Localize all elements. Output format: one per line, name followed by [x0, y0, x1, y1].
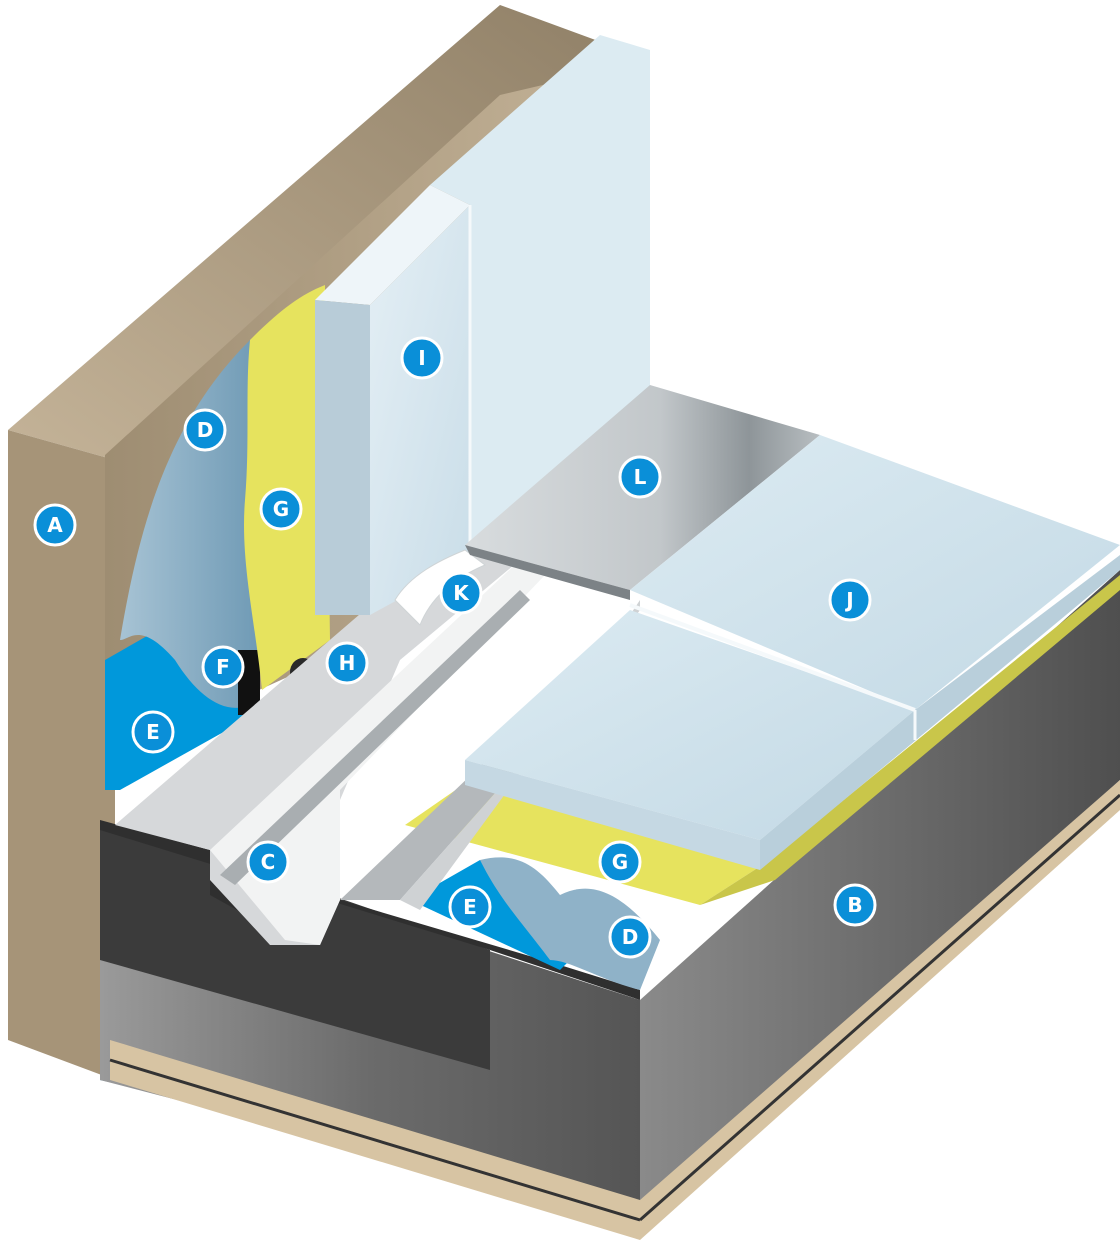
- label-d-upper: D: [197, 418, 214, 442]
- badge-e-upper: E: [131, 710, 175, 754]
- label-j: J: [844, 588, 853, 612]
- badge-d-upper: D: [183, 408, 227, 452]
- wall-tiles: [315, 35, 650, 615]
- badge-g-upper: G: [259, 487, 303, 531]
- label-b: B: [847, 893, 862, 917]
- label-f: F: [216, 655, 230, 679]
- label-d-lower: D: [622, 925, 639, 949]
- floor-tiles: [465, 435, 1120, 870]
- floor-slab: [100, 570, 1120, 1240]
- label-l: L: [634, 465, 647, 489]
- yellow-layer: [243, 285, 1120, 905]
- badge-d-lower: D: [608, 915, 652, 959]
- label-e-upper: E: [146, 720, 160, 744]
- badge-b: B: [833, 883, 877, 927]
- badge-h: H: [325, 641, 369, 685]
- badge-e-lower: E: [448, 885, 492, 929]
- badge-f: F: [201, 645, 245, 689]
- label-e-lower: E: [463, 895, 477, 919]
- label-c: C: [261, 850, 276, 874]
- label-g-lower: G: [612, 850, 628, 874]
- badge-a: A: [33, 503, 77, 547]
- badge-i: I: [400, 336, 444, 380]
- badge-l: L: [618, 455, 662, 499]
- label-k: K: [453, 581, 470, 605]
- label-h: H: [339, 651, 356, 675]
- badge-j: J: [828, 578, 872, 622]
- label-g-upper: G: [273, 497, 289, 521]
- label-i: I: [418, 346, 425, 370]
- badge-g-lower: G: [598, 840, 642, 884]
- movement-insert: [394, 549, 486, 626]
- label-a: A: [47, 513, 63, 537]
- badge-k: K: [439, 571, 483, 615]
- badge-c: C: [246, 840, 290, 884]
